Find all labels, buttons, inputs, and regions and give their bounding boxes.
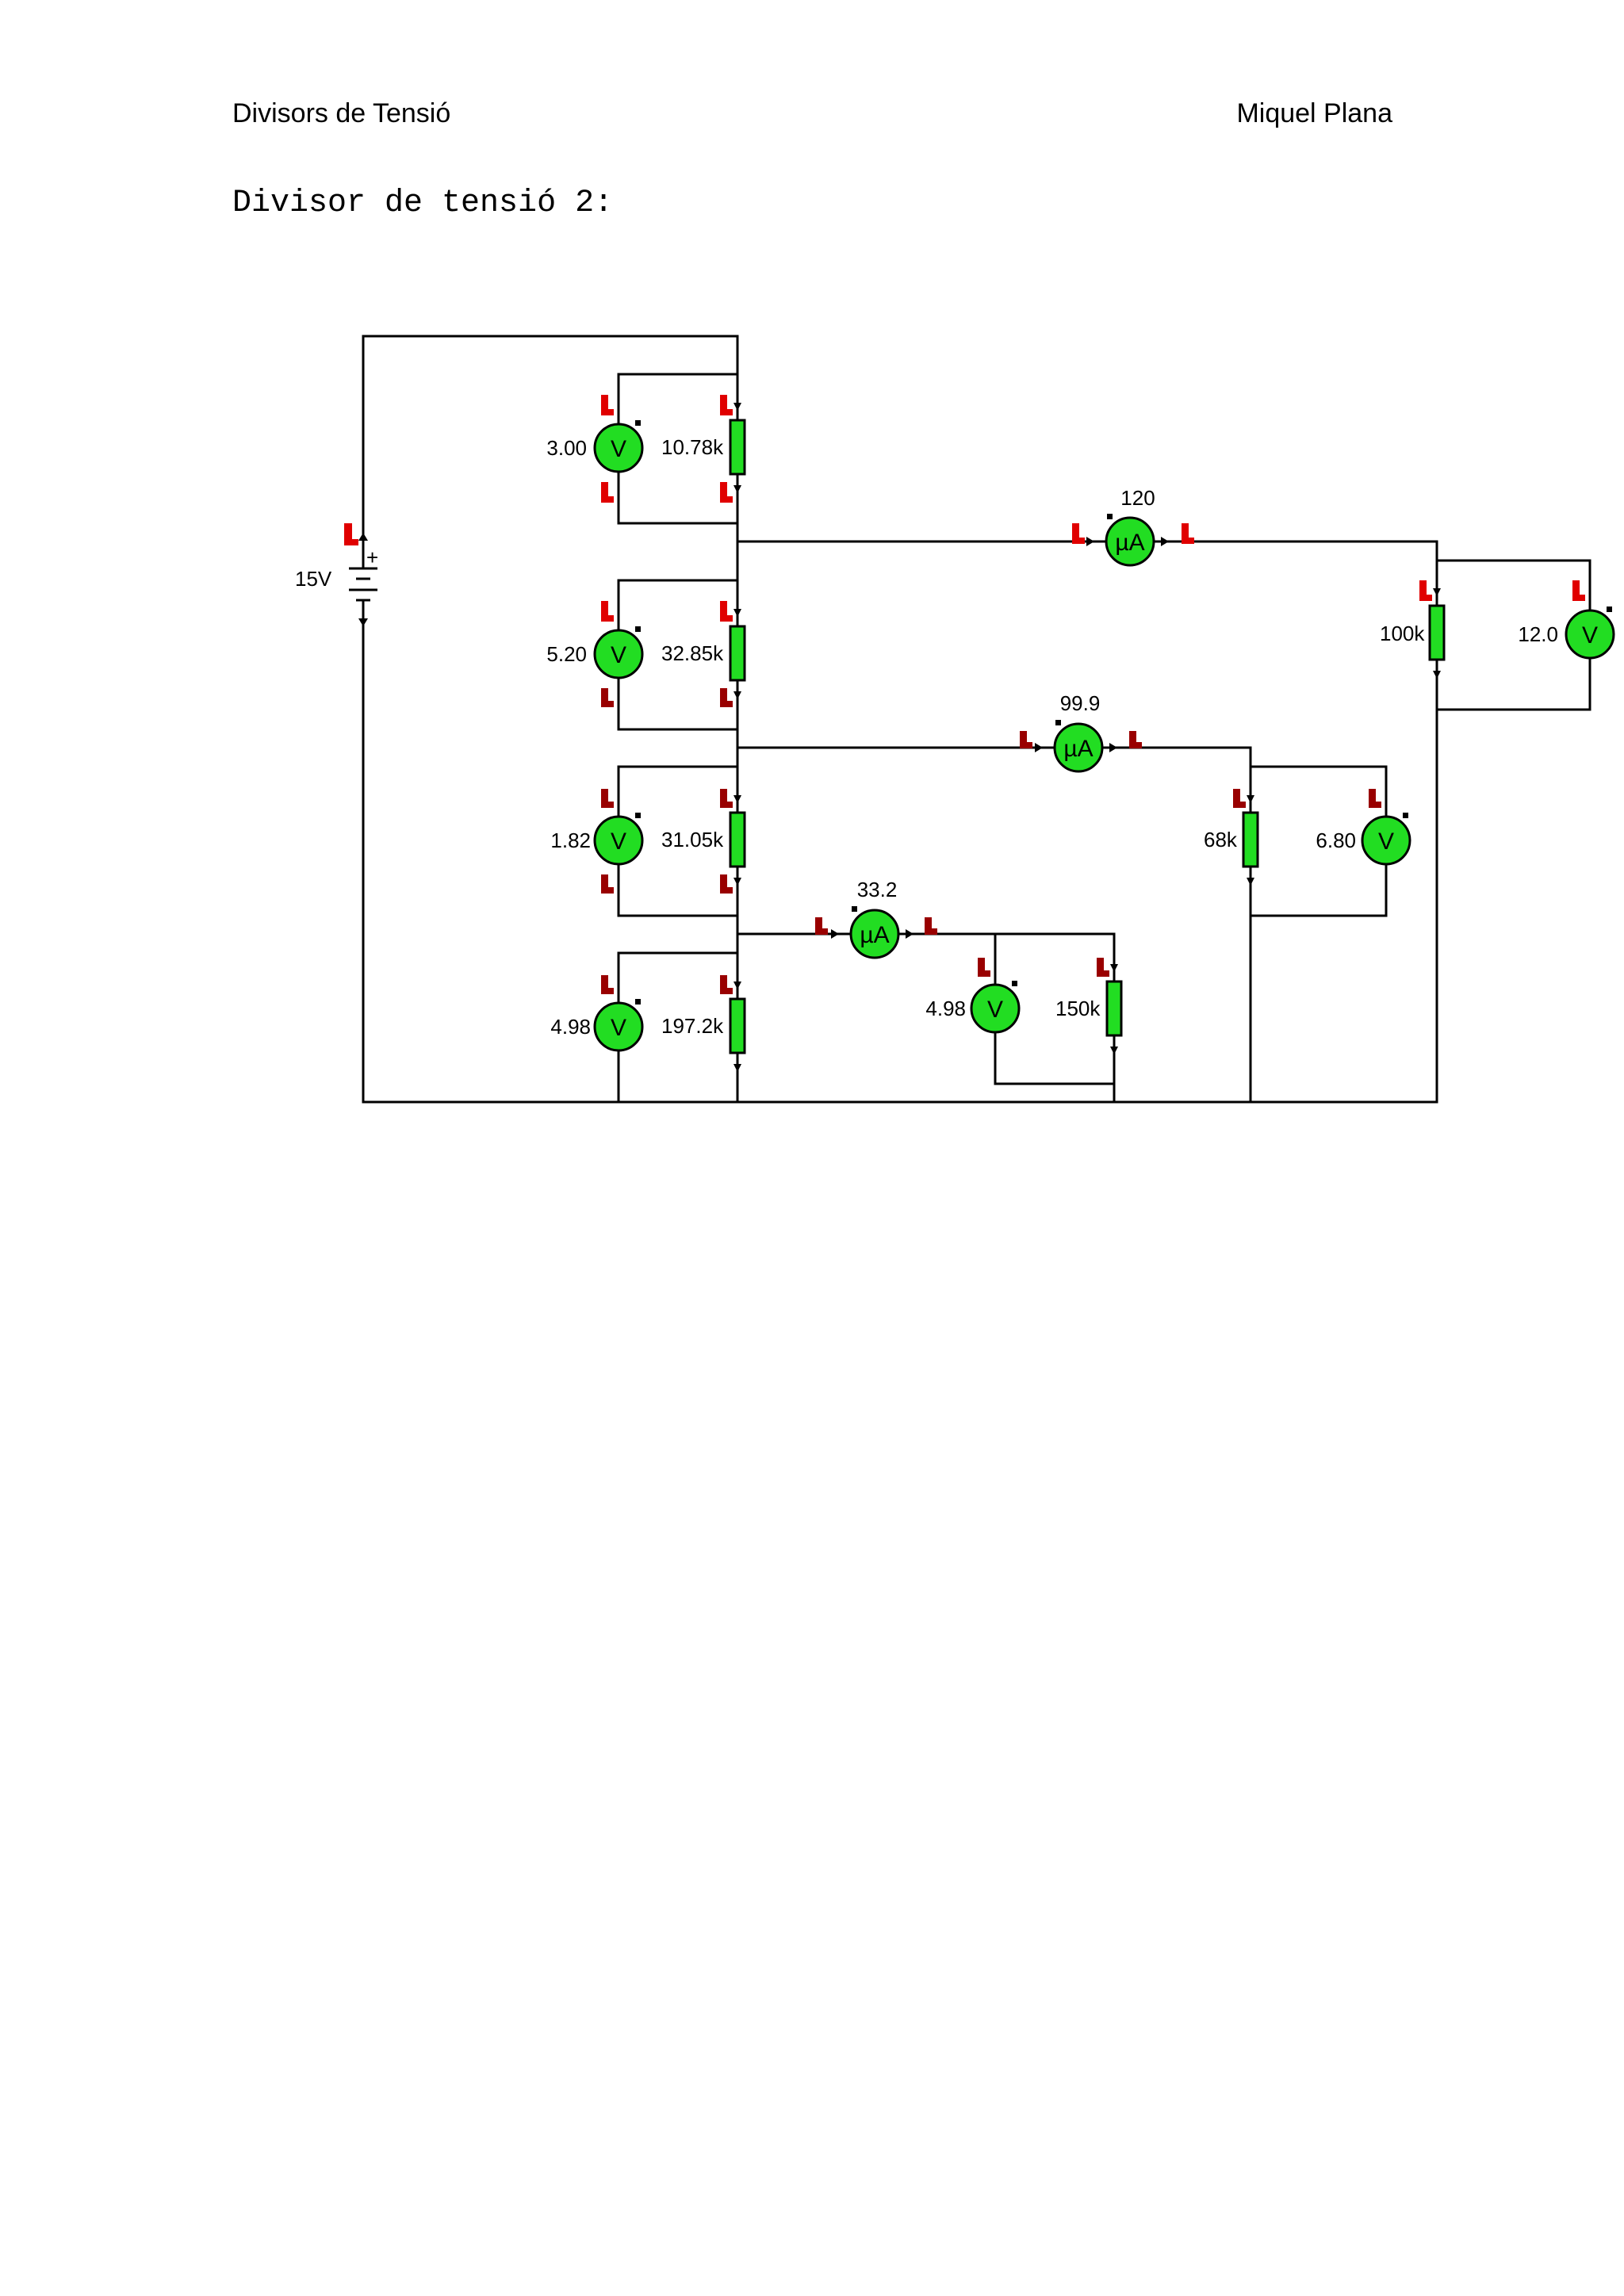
voltmeter-v2-symbol: V — [611, 642, 626, 668]
ammeter-a3: µA 33.2 — [815, 878, 937, 959]
voltmeter-v7: V 4.98 — [925, 958, 1021, 1034]
voltmeter-v2: V 5.20 — [546, 601, 644, 707]
ammeter-a2-reading: 99.9 — [1060, 691, 1101, 715]
resistor-r5: 100k — [1380, 580, 1446, 679]
resistor-r2: 32.85k — [661, 601, 746, 707]
voltmeter-v6-reading: 6.80 — [1316, 828, 1356, 852]
voltmeter-v6: V 6.80 — [1316, 789, 1411, 866]
voltmeter-v1-symbol: V — [611, 436, 626, 462]
voltmeter-v5-symbol: V — [1582, 622, 1598, 649]
voltmeter-v7-reading: 4.98 — [925, 997, 966, 1020]
resistor-r2-label: 32.85k — [661, 641, 724, 665]
resistor-r6: 68k — [1204, 789, 1259, 886]
voltmeter-v4-symbol: V — [611, 1015, 626, 1041]
ammeter-a2-symbol: µA — [1063, 736, 1093, 762]
resistor-r4: 197.2k — [661, 975, 746, 1072]
resistor-r3: 31.05k — [661, 789, 746, 894]
voltmeter-v2-reading: 5.20 — [546, 642, 587, 666]
ammeter-a3-reading: 33.2 — [857, 878, 898, 901]
ammeter-a1: µA 120 — [1072, 486, 1194, 567]
voltmeter-v3: V 1.82 — [550, 789, 644, 894]
resistor-r6-label: 68k — [1204, 828, 1238, 851]
voltmeter-v3-reading: 1.82 — [550, 828, 591, 852]
resistor-r4-label: 197.2k — [661, 1014, 724, 1038]
voltmeter-v1: V 3.00 — [546, 395, 644, 503]
resistor-r1: 10.78k — [661, 395, 746, 503]
voltmeter-v1-reading: 3.00 — [546, 436, 587, 460]
voltmeter-v6-symbol: V — [1378, 828, 1394, 855]
voltmeter-v5: V 12.0 — [1518, 580, 1615, 660]
header-left: Divisors de Tensió — [232, 98, 451, 128]
voltmeter-v4-reading: 4.98 — [550, 1015, 591, 1039]
source-label: 15V — [295, 567, 332, 591]
voltmeter-v3-symbol: V — [611, 828, 626, 855]
header-right: Miquel Plana — [1236, 98, 1392, 128]
resistor-r7: 150k — [1055, 958, 1123, 1054]
resistor-r5-label: 100k — [1380, 622, 1425, 645]
battery-15v: + 15V — [295, 523, 381, 626]
ammeter-a1-reading: 120 — [1120, 486, 1155, 510]
ammeter-a3-symbol: µA — [860, 922, 889, 948]
section-title: Divisor de tensió 2: — [232, 186, 614, 221]
battery-plus-sign: + — [366, 545, 378, 569]
resistor-r3-label: 31.05k — [661, 828, 724, 851]
ammeter-a1-symbol: µA — [1115, 530, 1144, 556]
voltmeter-v4: V 4.98 — [550, 975, 644, 1052]
ammeter-a2: µA 99.9 — [1020, 691, 1142, 773]
resistor-r1-label: 10.78k — [661, 435, 724, 459]
resistor-r7-label: 150k — [1055, 997, 1101, 1020]
voltmeter-v5-reading: 12.0 — [1518, 622, 1558, 646]
voltmeter-v7-symbol: V — [987, 997, 1003, 1023]
